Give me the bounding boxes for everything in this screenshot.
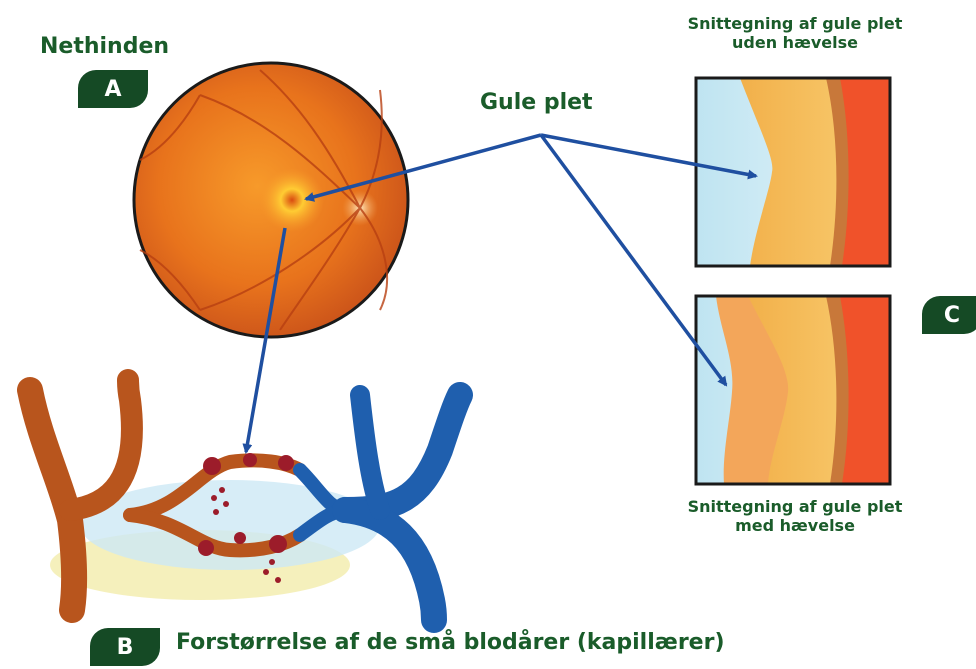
capillary-illustration xyxy=(30,380,460,620)
macula-label: Gule plet xyxy=(480,90,593,115)
capillary-title: Forstørrelse af de små blodårer (kapillæ… xyxy=(176,630,725,655)
badge-b: B xyxy=(90,628,160,666)
caption-line: uden hævelse xyxy=(645,33,945,52)
cross-section-swollen-caption: Snittegning af gule plet med hævelse xyxy=(645,497,945,535)
cross-section-normal-caption: Snittegning af gule plet uden hævelse xyxy=(645,14,945,52)
cross-section-swollen xyxy=(696,296,890,484)
badge-c: C xyxy=(922,296,976,334)
caption-line: Snittegning af gule plet xyxy=(645,497,945,516)
caption-line: med hævelse xyxy=(645,516,945,535)
retina-title: Nethinden xyxy=(40,34,169,59)
retina-illustration xyxy=(134,63,408,337)
badge-a: A xyxy=(78,70,148,108)
caption-line: Snittegning af gule plet xyxy=(645,14,945,33)
cross-section-normal xyxy=(696,78,890,266)
